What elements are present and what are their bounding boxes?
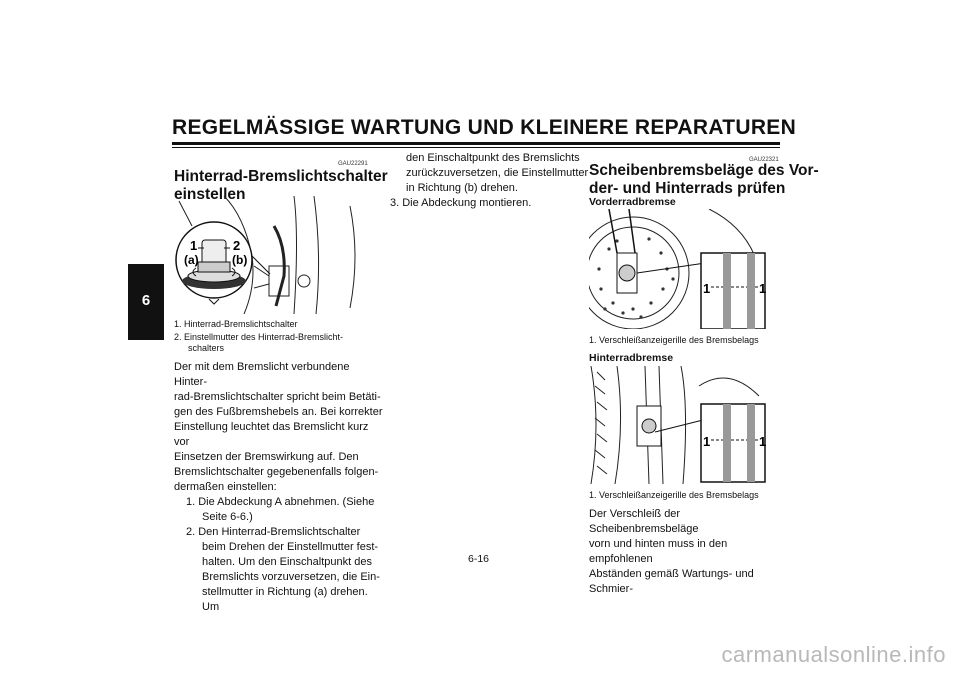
body-line: zurückzuversetzen, die Einstellmutter [406,167,589,179]
front-brake-figure: 1 1 [589,209,779,329]
body-text: Der mit dem Bremslicht verbundene Hinter… [174,360,384,615]
header-rule-thin [172,147,780,148]
label-1: 1 [190,238,197,253]
body-line: Abständen gemäß Wartungs- und Schmier- [589,568,754,595]
body-line: rad-Bremslichtschalter spricht beim Betä… [174,391,381,403]
page-header-title: REGELMÄSSIGE WARTUNG UND KLEINERE REPARA… [172,116,797,139]
front-fig-label-1b: 1 [759,281,766,296]
step-line: 3. Die Abdeckung montieren. [390,197,532,209]
body-line: Der Verschleiß der Scheibenbremsbeläge [589,508,699,535]
rear-brake-caption: 1. Verschleißanzeigerille des Bremsbelag… [589,490,759,500]
rear-fig-label-1: 1 [703,434,710,449]
step-line: stellmutter in Richtung (a) drehen. Um [202,586,368,613]
header-rule [172,142,780,145]
figure-caption: 1. Hinterrad-Bremslichtschalter 2. Einst… [174,319,374,354]
section-title: Hinterrad-Bremslichtschalter einstellen [174,168,388,204]
body-line: den Einschaltpunkt des Bremslichts [406,152,580,164]
brake-switch-figure: 1 2 (a) (b) [174,196,366,314]
step-line: beim Drehen der Einstellmutter fest- [202,541,379,553]
caption-line: 1. Hinterrad-Bremslichtschalter [174,319,298,329]
section-code: GAU22321 [749,157,779,163]
body-line: Einstellung leuchtet das Bremslicht kurz… [174,421,369,448]
label-2: 2 [233,238,240,253]
body-line: Einsetzen der Bremswirkung auf. Den [174,451,359,463]
front-fig-label-1: 1 [703,281,710,296]
section-title: Scheibenbremsbeläge des Vor- der- und Hi… [589,162,819,198]
section-title-line: Scheibenbremsbeläge des Vor- [589,162,819,179]
label-a: (a) [184,253,199,267]
caption-line: schalters [188,343,225,353]
step-line: halten. Um den Einschaltpunkt des [202,556,372,568]
page-number: 6-16 [468,553,490,565]
step-line: 1. Die Abdeckung A abnehmen. (Siehe [186,496,375,508]
body-line: Der mit dem Bremslicht verbundene Hinter… [174,361,350,388]
middle-text: den Einschaltpunkt des Bremslichts zurüc… [390,151,590,211]
body-line: Bremslichtschalter gegebenenfalls folgen… [174,466,379,478]
right-body-text: Der Verschleiß der Scheibenbremsbeläge v… [589,507,789,597]
label-b: (b) [232,253,247,267]
caption-line: 2. Einstellmutter des Hinterrad-Bremslic… [174,332,344,342]
front-brake-label: Vorderradbremse [589,196,676,208]
body-line: vorn und hinten muss in den empfohlenen [589,538,728,565]
body-line: dermaßen einstellen: [174,481,277,493]
chapter-tab: 6 [128,264,164,340]
step-line: Bremslichts vorzuversetzen, die Ein- [202,571,380,583]
section-title-line: der- und Hinterrads prüfen [589,180,786,197]
section-title-line: einstellen [174,186,246,203]
front-brake-caption: 1. Verschleißanzeigerille des Bremsbelag… [589,335,759,345]
rear-brake-label: Hinterradbremse [589,352,674,364]
rear-brake-figure: 1 1 [589,366,779,484]
watermark: carmanualsonline.info [721,642,946,667]
body-line: gen des Fußbremshebels an. Bei korrekter [174,406,383,418]
section-title-line: Hinterrad-Bremslichtschalter [174,168,388,185]
section-code: GAU22291 [338,161,368,167]
body-line: in Richtung (b) drehen. [406,182,518,194]
step-line: 2. Den Hinterrad-Bremslichtschalter [186,526,361,538]
rear-fig-label-1b: 1 [759,434,766,449]
step-line: Seite 6-6.) [202,511,253,523]
